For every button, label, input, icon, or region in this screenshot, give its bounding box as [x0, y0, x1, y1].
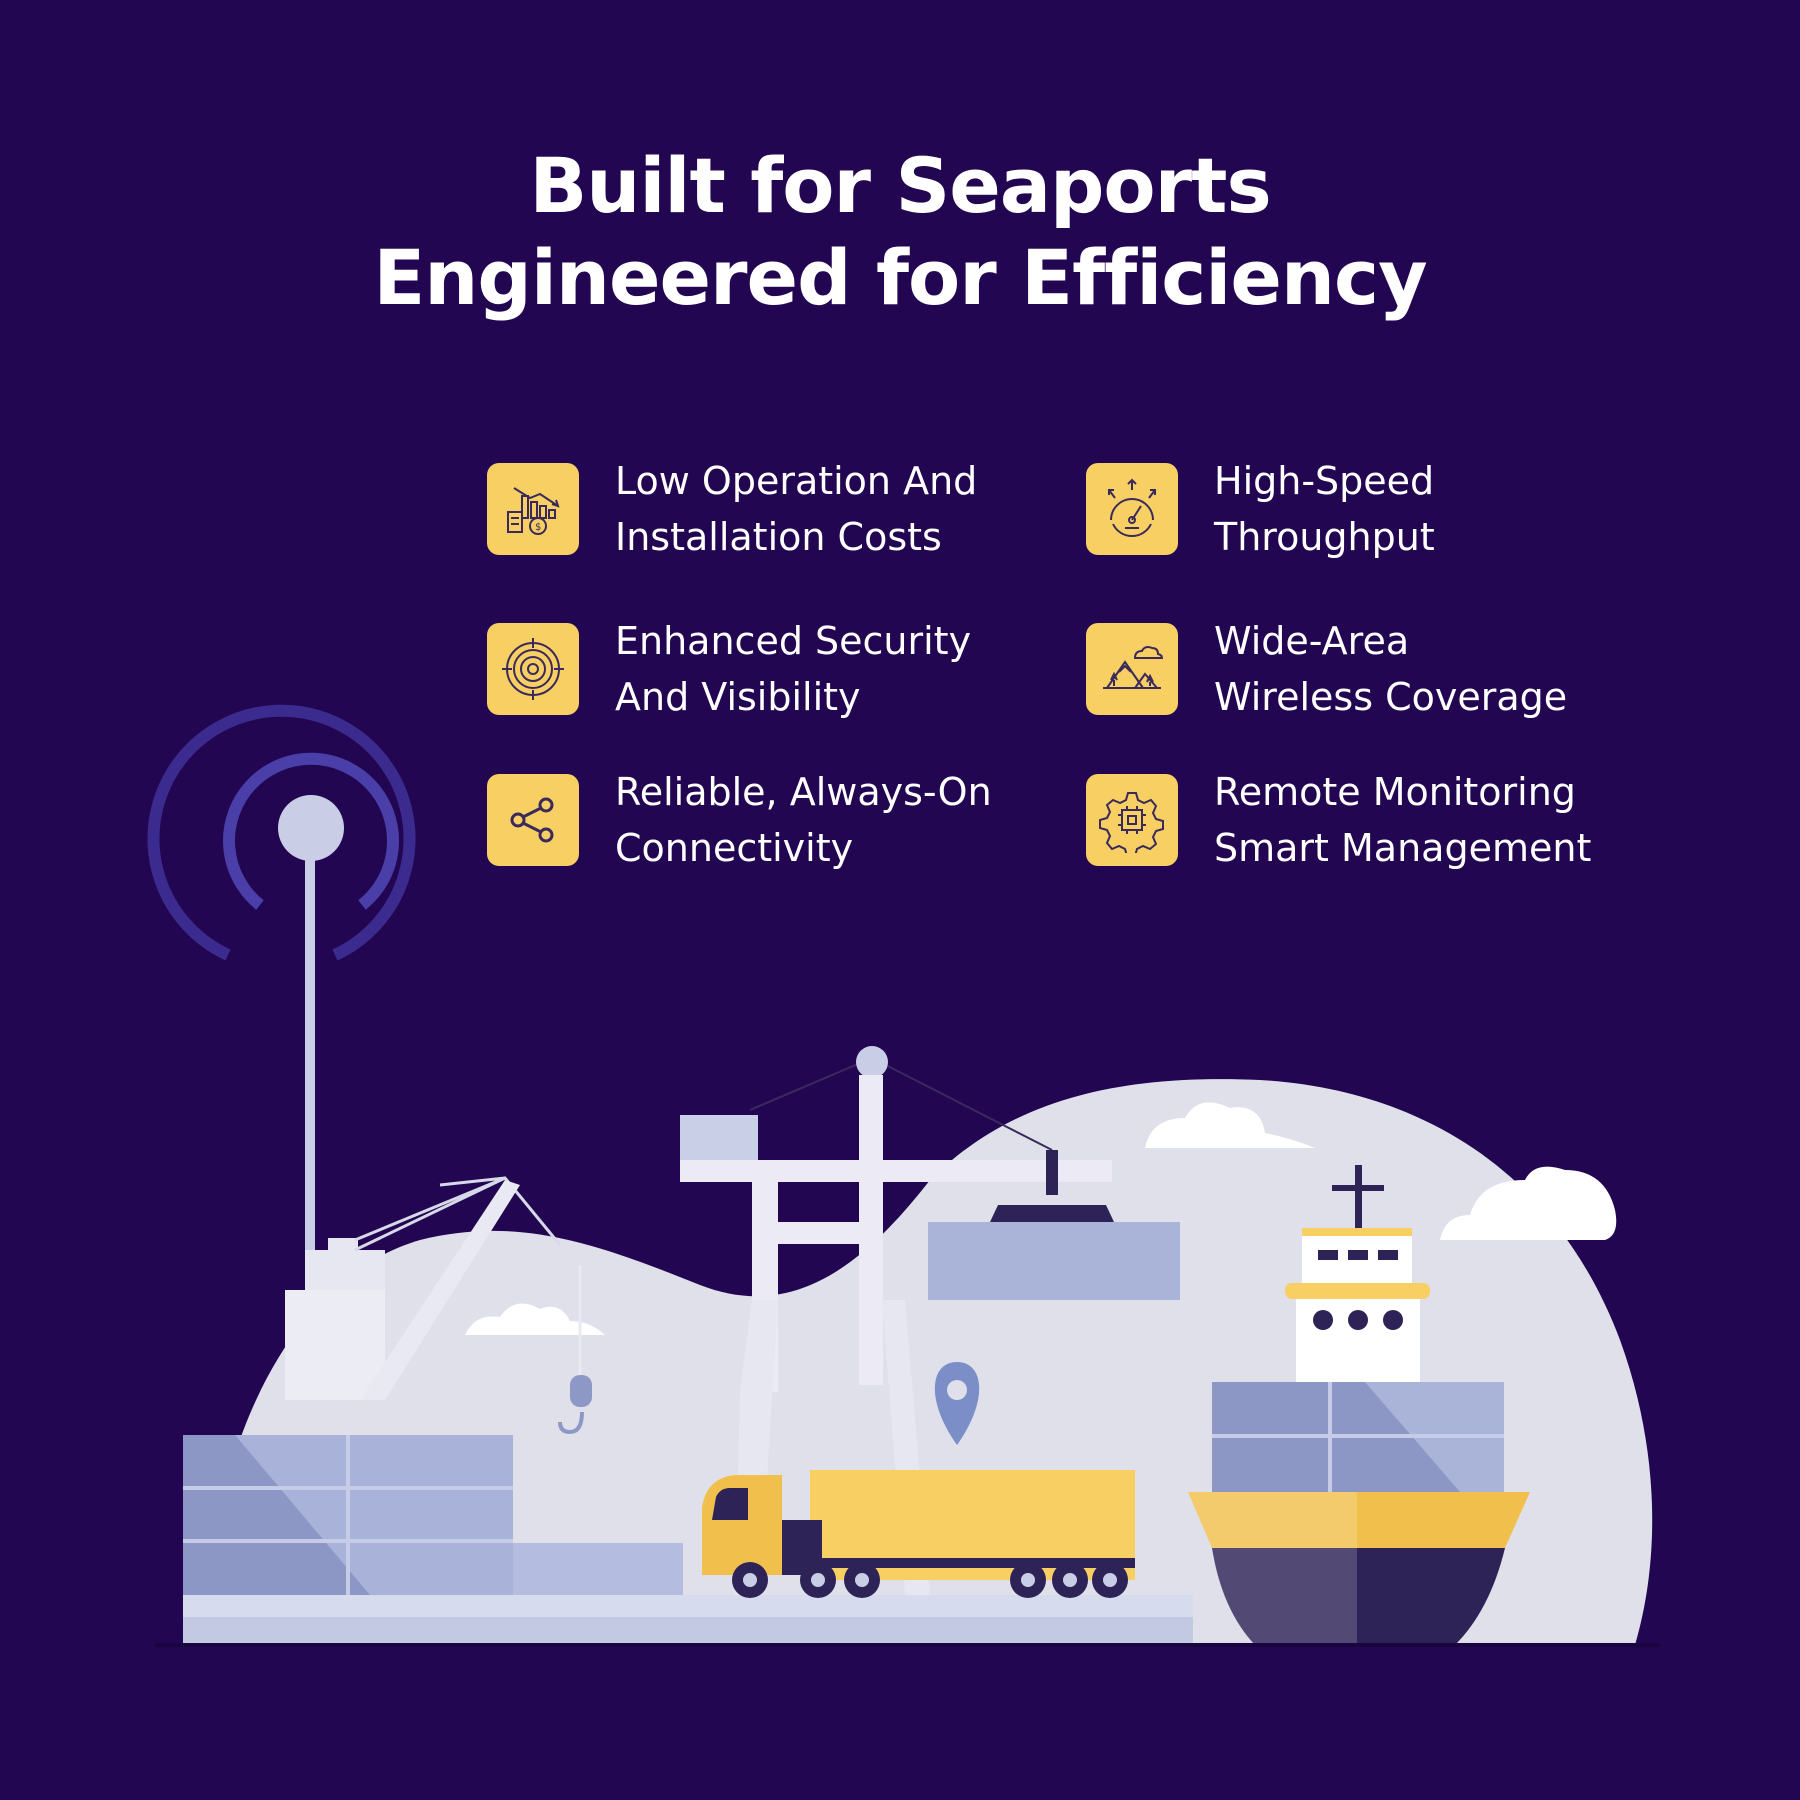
location-pin-icon — [934, 1362, 980, 1445]
feature-badge — [1086, 623, 1178, 715]
feature-badge — [487, 774, 579, 866]
container-stack-left — [183, 1435, 683, 1595]
speedometer-icon — [1108, 478, 1156, 537]
title-line-2: Engineered for Efficiency — [373, 233, 1427, 322]
antenna-tower — [147, 704, 416, 1260]
feature-security: Enhanced Security And Visibility — [487, 613, 971, 725]
cargo-ship — [1188, 1165, 1530, 1645]
feature-low-cost: $ Low Operation And Installation Costs — [487, 453, 977, 565]
feature-connectivity: Reliable, Always-On Connectivity — [487, 764, 992, 876]
gear-chip-icon — [1099, 792, 1164, 853]
feature-badge — [487, 623, 579, 715]
feature-badge: $ — [487, 463, 579, 555]
feature-label: Reliable, Always-On Connectivity — [615, 770, 992, 870]
svg-text:$: $ — [535, 522, 541, 533]
feature-badge — [1086, 774, 1178, 866]
feature-wide-area: Wide-Area Wireless Coverage — [1086, 613, 1567, 725]
cloud-icon — [465, 1102, 1617, 1335]
page-title: Built for Seaports Engineered for Effici… — [0, 140, 1800, 324]
target-radar-icon — [502, 638, 564, 700]
feature-label: Wide-Area Wireless Coverage — [1214, 619, 1568, 719]
feature-label: Enhanced Security And Visibility — [615, 619, 972, 719]
dock — [183, 1595, 1193, 1645]
feature-remote-monitoring: Remote Monitoring Smart Management — [1086, 764, 1591, 876]
truck — [702, 1470, 1135, 1598]
title-line-1: Built for Seaports — [529, 141, 1271, 230]
landscape-icon — [1103, 646, 1164, 689]
feature-label: Low Operation And Installation Costs — [615, 459, 978, 559]
feature-label: Remote Monitoring Smart Management — [1214, 770, 1592, 870]
feature-label: High-Speed Throughput — [1214, 459, 1435, 559]
left-crane — [285, 1176, 592, 1435]
ground-line — [155, 1643, 1660, 1647]
feature-high-speed: High-Speed Throughput — [1086, 453, 1435, 565]
share-icon — [510, 797, 554, 843]
feature-badge — [1086, 463, 1178, 555]
cost-chart-icon: $ — [507, 487, 560, 535]
